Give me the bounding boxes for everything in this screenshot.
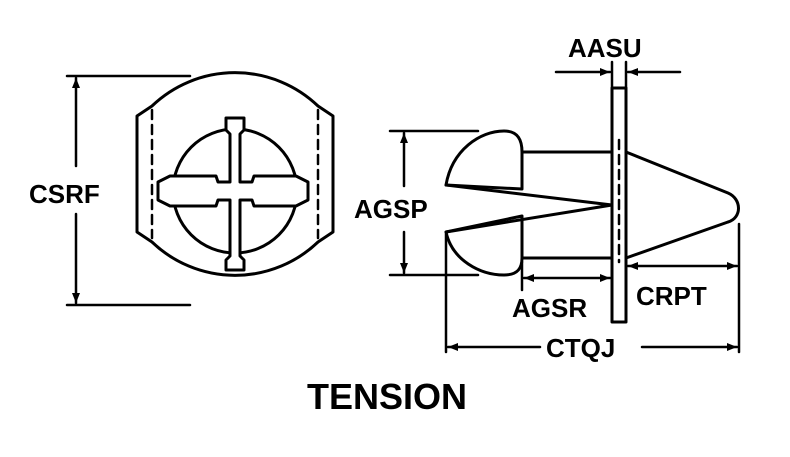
agsr-label: AGSR [512, 293, 587, 323]
agsr-dimension [520, 260, 612, 292]
agsp-label: AGSP [354, 194, 428, 224]
ctqj-dimension [444, 232, 739, 354]
panel-plate [610, 86, 628, 324]
v-slot [444, 183, 614, 234]
crpt-dimension [626, 222, 741, 354]
csrf-label: CSRF [29, 179, 100, 209]
crpt-label: CRPT [636, 281, 707, 311]
front-view [135, 71, 335, 277]
tension-tip [624, 150, 740, 260]
cross-recess [156, 116, 310, 272]
ctqj-label: CTQJ [546, 333, 615, 363]
csrf-dimension [65, 74, 192, 307]
head-lobe-upper [444, 129, 524, 191]
aasu-label: AASU [568, 33, 642, 63]
head-outline [135, 71, 335, 277]
aasu-dimension [554, 60, 682, 90]
agsp-dimension [388, 129, 480, 277]
figure-caption: TENSION [307, 376, 467, 417]
